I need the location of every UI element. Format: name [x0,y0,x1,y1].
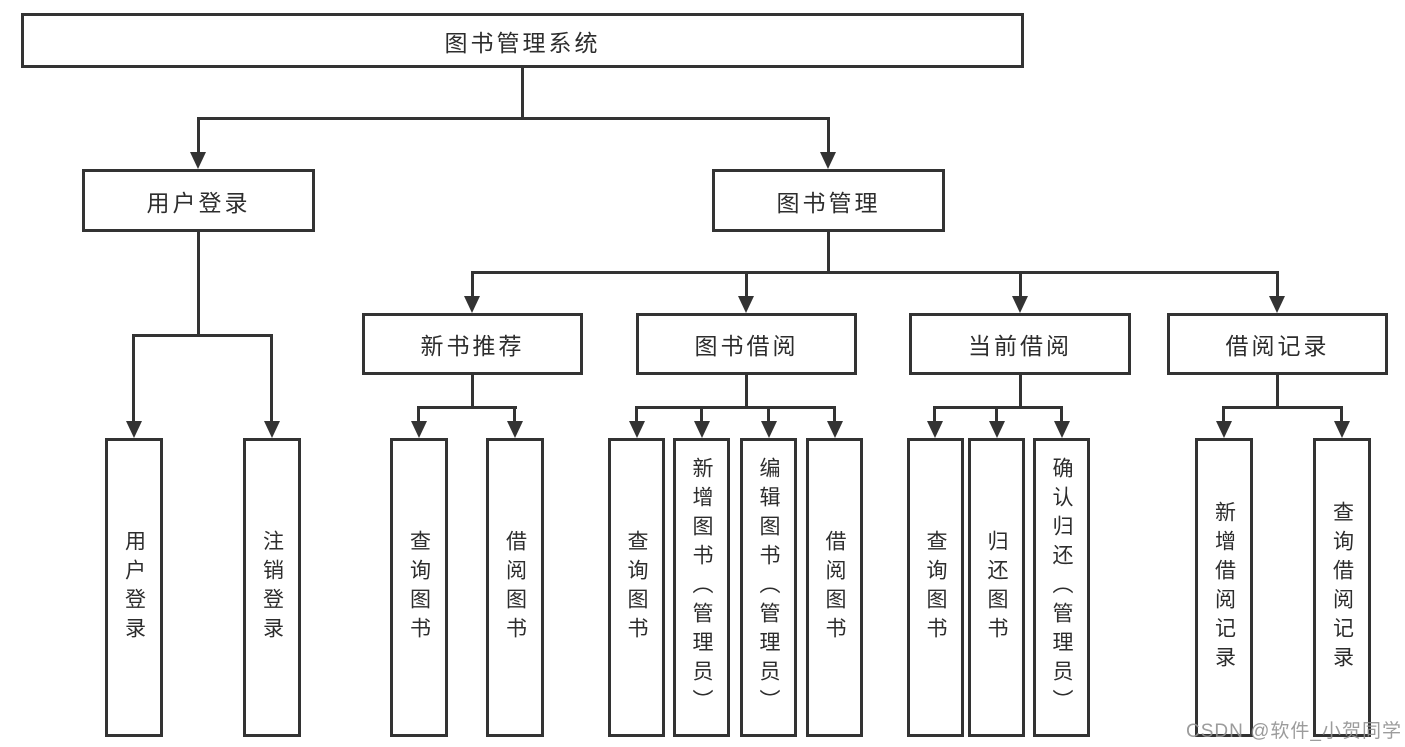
arrow-down-icon [507,421,523,438]
leaf-label: 借阅图书 [823,529,846,646]
arrow-down-icon [989,421,1005,438]
csdn-watermark: CSDN @软件_小贺同学 [1186,721,1402,742]
connector-records-stem [1276,375,1279,409]
node-user-login: 用户登录 [82,169,315,232]
connector-bookmgmt-bar [471,271,1279,274]
connector-currentborrow-stem [1019,375,1022,409]
leaf-return-books: 归还图书 [968,438,1025,737]
arrow-down-icon [738,296,754,313]
leaf-label: 查询图书 [924,529,947,646]
leaf-logout: 注销登录 [243,438,301,737]
leaf-label: 归还图书 [985,529,1008,646]
leaf-label: 用户登录 [122,529,146,646]
connector-shaft [1222,406,1225,426]
connector-records-bar [1222,406,1343,409]
arrow-down-icon [827,421,843,438]
leaf-label: 查询图书 [407,529,431,646]
leaf-add-borrow-record: 新增借阅记录 [1195,438,1253,737]
node-label: 借阅记录 [1225,333,1330,359]
node-label: 新书推荐 [420,333,525,359]
arrow-down-icon [411,421,427,438]
arrow-down-icon [126,421,142,438]
leaf-confirm-return-admin: 确认归还（管理员） [1033,438,1090,737]
arrow-down-icon [927,421,943,438]
connector-shaft [745,271,748,299]
leaf-borrow-books-recommend: 借阅图书 [486,438,544,737]
leaf-label: 确认归还（管理员） [1050,457,1073,718]
connector-shaft [827,117,830,156]
arrow-down-icon [1012,296,1028,313]
leaf-label: 查询图书 [625,529,648,646]
connector-shaft [767,406,770,426]
leaf-label: 新增图书（管理员） [690,457,713,718]
leaf-label: 注销登录 [260,529,284,646]
node-label: 当前借阅 [968,333,1072,359]
connector-shaft [833,406,836,426]
connector-shaft [1060,406,1063,426]
connector-shaft [513,406,516,426]
leaf-user-login: 用户登录 [105,438,163,737]
arrow-down-icon [1054,421,1070,438]
arrow-down-icon [1334,421,1350,438]
leaf-query-books-recommend: 查询图书 [390,438,448,737]
connector-newbook-stem [471,375,474,409]
connector-newbook-bar [417,406,517,409]
connector-shaft [635,406,638,426]
leaf-label: 查询借阅记录 [1330,500,1354,675]
node-current-borrowing: 当前借阅 [909,313,1131,375]
leaf-label: 新增借阅记录 [1212,500,1236,675]
node-book-management: 图书管理 [712,169,945,232]
arrow-down-icon [264,421,280,438]
node-label: 图书借阅 [694,333,799,359]
leaf-borrow-books: 借阅图书 [806,438,863,737]
connector-bookborrow-bar [635,406,836,409]
connector-root-stem [521,68,524,120]
arrow-down-icon [761,421,777,438]
leaf-query-books-current: 查询图书 [907,438,964,737]
leaf-edit-books-admin: 编辑图书（管理员） [740,438,797,737]
connector-shaft [1019,271,1022,299]
leaf-query-borrow-record: 查询借阅记录 [1313,438,1371,737]
connector-shaft [1340,406,1343,426]
connector-bookborrow-stem [745,375,748,409]
node-borrowing-records: 借阅记录 [1167,313,1388,375]
connector-userlogin-stem [197,232,200,337]
arrow-down-icon [1216,421,1232,438]
connector-shaft [132,334,135,426]
connector-shaft [270,334,273,426]
arrow-down-icon [464,296,480,313]
node-book-borrowing: 图书借阅 [636,313,857,375]
arrow-down-icon [629,421,645,438]
connector-shaft [995,406,998,426]
node-label: 用户登录 [146,189,251,216]
connector-shaft [700,406,703,426]
connector-bookmgmt-stem [827,232,830,274]
connector-userlogin-bar [132,334,273,337]
arrow-down-icon [190,152,206,169]
node-library-system: 图书管理系统 [21,13,1024,68]
connector-shaft [1276,271,1279,299]
arrow-down-icon [1269,296,1285,313]
leaf-add-books-admin: 新增图书（管理员） [673,438,730,737]
connector-shaft [933,406,936,426]
arrow-down-icon [820,152,836,169]
connector-shaft [417,406,420,426]
leaf-query-books-borrow: 查询图书 [608,438,665,737]
leaf-label: 编辑图书（管理员） [757,457,780,718]
node-new-book-recommend: 新书推荐 [362,313,583,375]
node-label: 图书管理系统 [444,29,601,56]
connector-root-bar [197,117,830,120]
connector-shaft [471,271,474,299]
connector-shaft [197,117,200,156]
arrow-down-icon [694,421,710,438]
node-label: 图书管理 [776,189,881,216]
leaf-label: 借阅图书 [503,529,527,646]
